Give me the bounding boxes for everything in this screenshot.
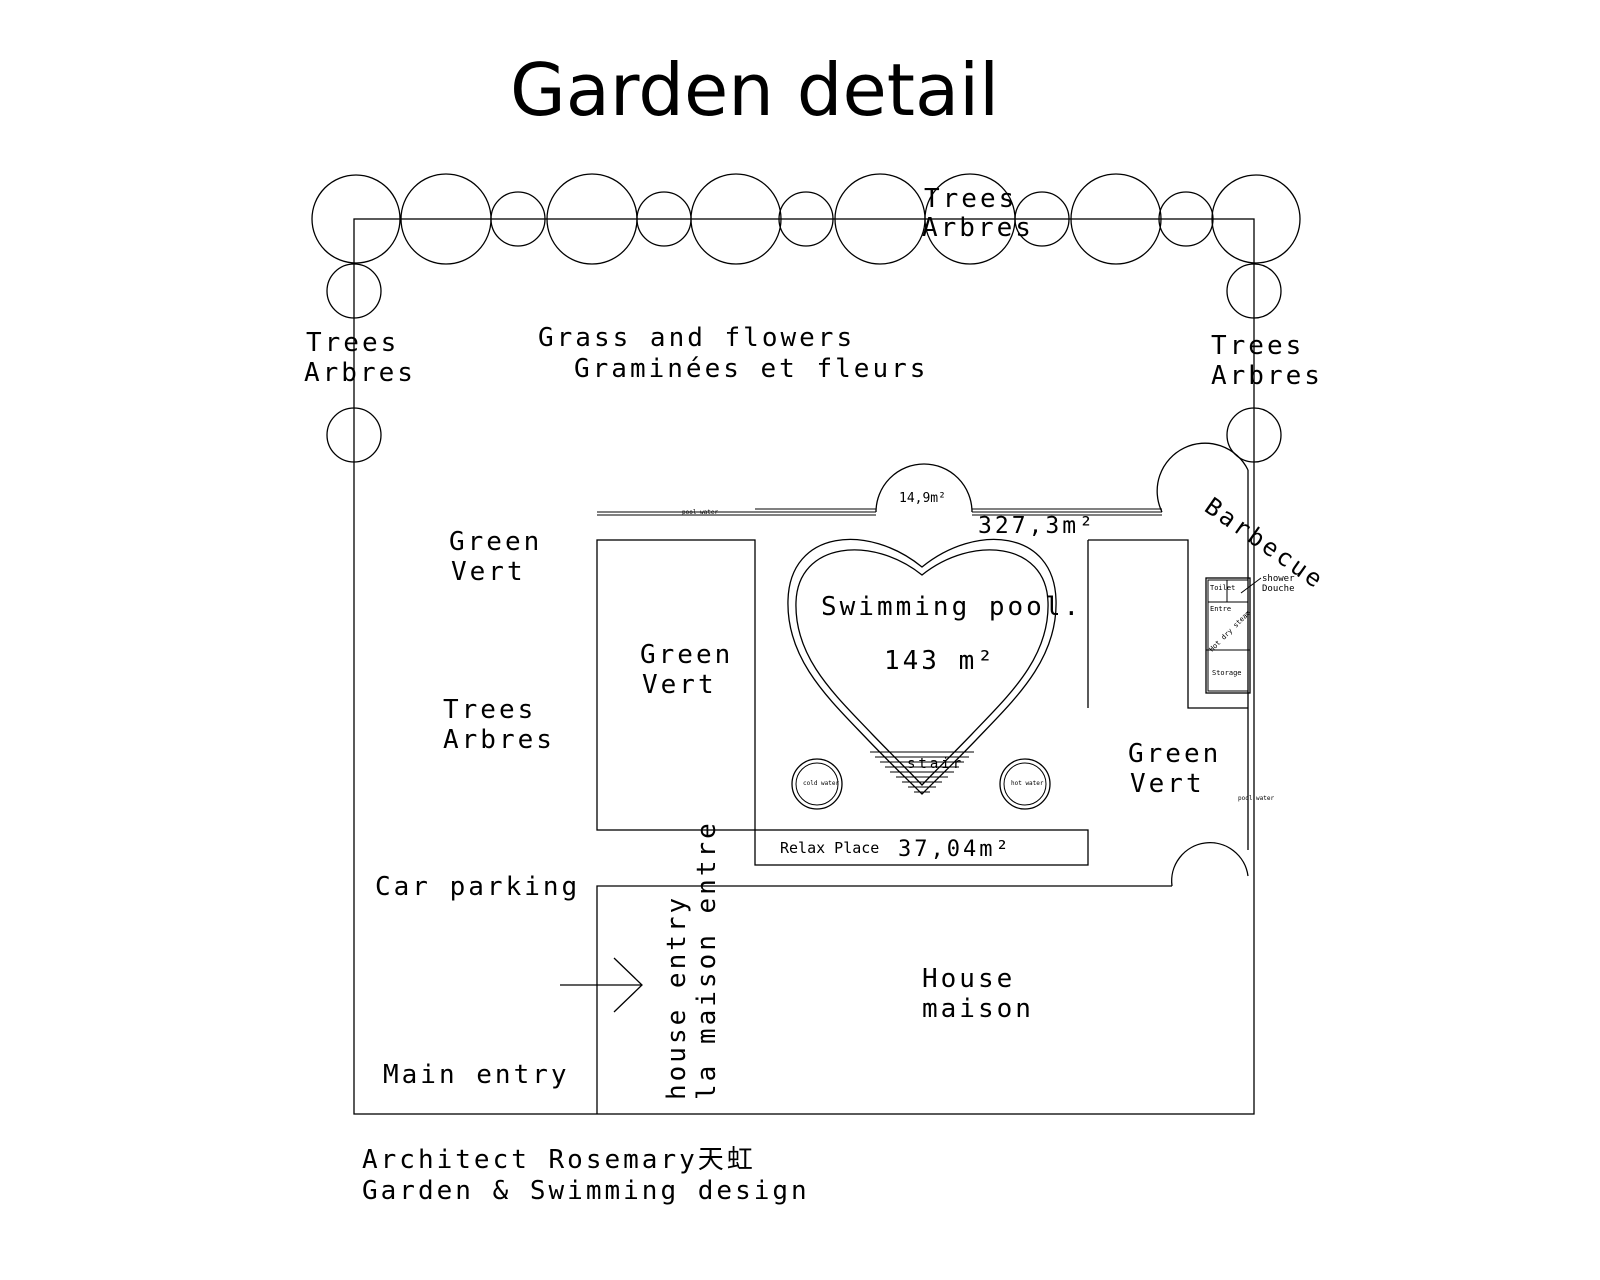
tree-canopy	[1070, 173, 1162, 265]
tree-canopy	[490, 191, 546, 247]
arbres-label-mid: Arbres	[443, 725, 555, 755]
toilet-label: Toilet	[1210, 584, 1235, 592]
tree-column-right	[1226, 263, 1282, 463]
hot-water-shower: hot water	[999, 758, 1051, 810]
cold-water-label: cold water	[803, 780, 840, 787]
relax-place-label: Relax Place	[780, 839, 879, 857]
architect-credit: Architect Rosemary天虹	[362, 1145, 756, 1175]
pool-outer-edge	[787, 538, 1057, 795]
hot-dry-label: Hot dry steam	[1208, 609, 1252, 653]
grass-label-fr: Graminées et fleurs	[574, 354, 928, 384]
house-label: House	[922, 964, 1015, 994]
design-credit: Garden & Swimming design	[362, 1176, 810, 1206]
trees-label-left: Trees	[306, 328, 399, 358]
arbres-label-right: Arbres	[1211, 361, 1323, 391]
tree-canopy	[326, 407, 382, 463]
car-parking-label: Car parking	[375, 872, 580, 902]
maison-label: maison	[922, 994, 1034, 1024]
bathroom-block: Toilet Entre Hot dry steam Storage	[1205, 577, 1252, 694]
house-entry-label: house entry	[662, 895, 692, 1100]
tree-column-left	[326, 263, 382, 463]
pool-area: 143 m²	[884, 646, 996, 676]
hot-water-label: hot water	[1011, 780, 1044, 787]
trees-label-top: Trees	[924, 184, 1017, 214]
hot-water-ring-outer	[999, 758, 1051, 810]
tree-canopy	[1226, 263, 1282, 319]
property-boundary	[353, 218, 1255, 1115]
relax-place-area: 37,04m²	[898, 837, 1012, 862]
cold-water-ring-inner	[795, 762, 839, 806]
hot-water-ring-inner	[1003, 762, 1047, 806]
arbres-label-top: Arbres	[922, 213, 1034, 243]
pool-inner-edge	[795, 549, 1049, 786]
barbecue-arc	[1156, 442, 1249, 513]
relax-place-box	[754, 829, 1089, 866]
trees-label-mid: Trees	[443, 695, 536, 725]
pool-name: Swimming pool.	[821, 592, 1082, 622]
arbres-label-left: Arbres	[304, 358, 416, 388]
green-label-right: Green	[1128, 739, 1221, 769]
deck-edge: pool water	[597, 442, 1249, 555]
tree-row-top	[311, 173, 1301, 265]
vert-label-box: Vert	[642, 670, 717, 700]
shower-label: shower	[1262, 574, 1295, 584]
tree-canopy	[778, 191, 834, 247]
utility-wall	[1088, 539, 1248, 709]
main-entry-label: Main entry	[383, 1060, 570, 1090]
deck-area: 327,3m²	[978, 513, 1096, 539]
half-round-area: 14,9m²	[899, 491, 946, 506]
cold-water-ring-outer	[791, 758, 843, 810]
half-round-terrace	[875, 463, 973, 513]
green-planter-box	[596, 539, 756, 831]
storage-label: Storage	[1212, 669, 1242, 677]
tree-canopy	[1014, 191, 1070, 247]
vert-label-right: Vert	[1130, 769, 1205, 799]
tree-canopy	[1211, 174, 1301, 264]
plan-title: Garden detail	[510, 48, 999, 132]
tree-canopy	[326, 263, 382, 319]
douche-label: Douche	[1262, 584, 1295, 594]
pool-water-label: pool water	[682, 509, 719, 516]
tree-canopy	[690, 173, 782, 265]
stair-label: stair	[907, 756, 964, 772]
green-label-box: Green	[640, 640, 733, 670]
cold-water-shower: cold water	[791, 758, 843, 810]
pool-water-label-right: pool water	[1238, 795, 1275, 802]
green-label-left: Green	[449, 527, 542, 557]
entry-arrow	[560, 957, 643, 1013]
tree-canopy	[1158, 191, 1214, 247]
trees-label-right: Trees	[1211, 331, 1304, 361]
tree-canopy	[311, 174, 401, 264]
vert-label-left: Vert	[451, 557, 526, 587]
tree-canopy	[1226, 407, 1282, 463]
entre-label: Entre	[1210, 605, 1231, 613]
grass-label: Grass and flowers	[538, 323, 855, 353]
bathroom-outline	[1205, 577, 1251, 694]
heart-pool	[787, 538, 1057, 795]
house-corner-arc	[1171, 842, 1249, 887]
house-wall	[596, 885, 1172, 1114]
shower-pointer	[1240, 577, 1262, 594]
house-entry-label-fr: la maison entre	[692, 820, 722, 1100]
